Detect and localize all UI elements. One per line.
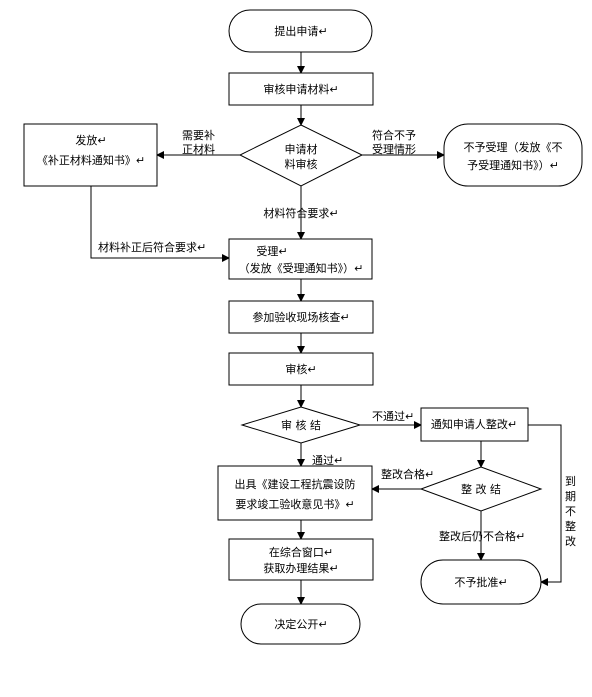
node-review-materials-text: 审核申请材料↵ [263, 82, 338, 96]
arrow-supplement-to-accept [90, 186, 230, 262]
node-audit-text: 审核↵ [285, 362, 316, 376]
node-issue-supplement-text-1: 发放↵ [75, 133, 106, 147]
node-rectify-result-text: 整 改 结 [461, 482, 501, 496]
node-reject-text-1: 不予受理（发放《不 [464, 140, 563, 154]
node-review-materials: 审核申请材料↵ [228, 72, 374, 106]
node-submit-application-text: 提出申请↵ [274, 24, 327, 38]
label-need-supplement-1: 需要补 [182, 129, 215, 142]
node-site-inspection-text: 参加验收现场核查↵ [252, 310, 349, 324]
node-accept: 受理↵ （发放《受理通知书》）↵ [228, 238, 373, 280]
label-not-passed: 不通过↵ [372, 410, 414, 423]
node-accept-text-2: （发放《受理通知书》）↵ [239, 261, 364, 275]
node-decision-public-text: 决定公开↵ [274, 617, 327, 631]
node-not-approved-text: 不予批准↵ [454, 575, 507, 589]
node-notify-rectify-text: 通知申请人整改↵ [431, 417, 517, 431]
edge-labels: 需要补 正材料 符合不予 受理情形 材料符合要求↵ 材料补正后符合要求↵ 不通过… [98, 128, 576, 548]
node-accept-text-1: 受理↵ [256, 245, 287, 258]
node-material-review-text-1: 申请材 [285, 142, 318, 156]
node-audit: 审核↵ [228, 352, 374, 386]
node-material-review-decision: 申请材 料审核 [238, 124, 364, 187]
node-rectify-result-decision: 整 改 结 [419, 466, 543, 512]
node-reject: 不予受理（发放《不 予受理通知书》）↵ [443, 123, 583, 187]
label-timeout-5: 改 [565, 534, 576, 548]
arrow-notify-timeout-to-notapproved [528, 424, 562, 586]
node-get-result-text-1: 在综合窗口↵ [269, 545, 333, 559]
label-timeout-1: 到 [565, 475, 576, 488]
node-get-result-text-2: 获取办理结果↵ [263, 562, 338, 575]
connectors [90, 52, 562, 605]
node-audit-result-decision: 审 核 结 [240, 406, 362, 444]
label-timeout-3: 不 [565, 505, 576, 518]
node-issue-opinion: 出具《建设工程抗震设防 要求竣工验收意见书》↵ [217, 465, 373, 521]
node-material-review-text-2: 料审核 [285, 157, 318, 171]
node-submit-application: 提出申请↵ [228, 9, 373, 53]
node-not-approved: 不予批准↵ [420, 559, 542, 605]
label-still-fail: 整改后仍不合格↵ [439, 529, 525, 543]
node-decision-public: 决定公开↵ [240, 603, 361, 645]
node-issue-opinion-text-2: 要求竣工验收意见书》↵ [235, 497, 354, 511]
label-meets-requirements: 材料符合要求↵ [263, 206, 338, 220]
label-rectify-ok: 整改合格↵ [381, 467, 434, 481]
node-site-inspection: 参加验收现场核查↵ [228, 300, 374, 334]
node-issue-supplement: 发放↵ 《补正材料通知书》↵ [23, 123, 158, 187]
label-not-meet-1: 符合不予 [372, 128, 416, 142]
label-timeout-4: 整 [565, 519, 576, 533]
label-not-meet-2: 受理情形 [372, 143, 416, 156]
node-audit-result-text: 审 核 结 [281, 418, 321, 432]
node-get-result: 在综合窗口↵ 获取办理结果↵ [228, 538, 374, 581]
label-need-supplement-2: 正材料 [182, 142, 215, 156]
label-timeout-2: 期 [565, 490, 576, 503]
node-reject-text-2: 予受理通知书》）↵ [467, 158, 559, 172]
label-supplement-ok: 材料补正后符合要求↵ [98, 240, 206, 254]
node-issue-supplement-text-2: 《补正材料通知书》↵ [37, 153, 145, 167]
node-notify-rectify: 通知申请人整改↵ [420, 407, 529, 442]
label-passed: 通过↵ [312, 454, 343, 467]
node-issue-opinion-text-1: 出具《建设工程抗震设防 [235, 477, 356, 491]
